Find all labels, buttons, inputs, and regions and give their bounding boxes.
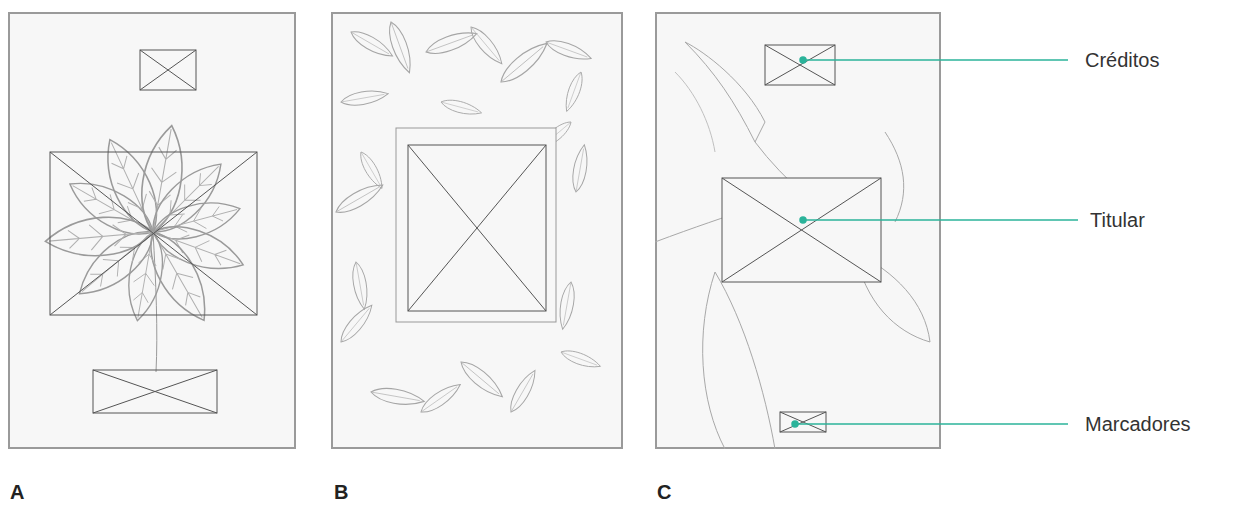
leaf-cluster [44, 122, 249, 372]
callout-label: Titular [1090, 208, 1145, 232]
placeholder-box [50, 50, 257, 413]
panel-letter: A [10, 480, 24, 504]
leaf-pattern [332, 20, 602, 418]
callout-label: Marcadores [1085, 412, 1191, 436]
sketch-c [655, 12, 941, 449]
panel-letter: C [657, 480, 671, 504]
large-leaves [655, 42, 930, 449]
page-frame [9, 13, 295, 448]
sketch-a [8, 12, 296, 449]
page-frame [656, 13, 940, 448]
placeholder-box [722, 45, 881, 432]
panel-letter: B [334, 480, 348, 504]
sketch-b [331, 12, 623, 449]
callout-label: Créditos [1085, 48, 1159, 72]
placeholder-box [396, 128, 556, 322]
page-frame [332, 13, 622, 448]
